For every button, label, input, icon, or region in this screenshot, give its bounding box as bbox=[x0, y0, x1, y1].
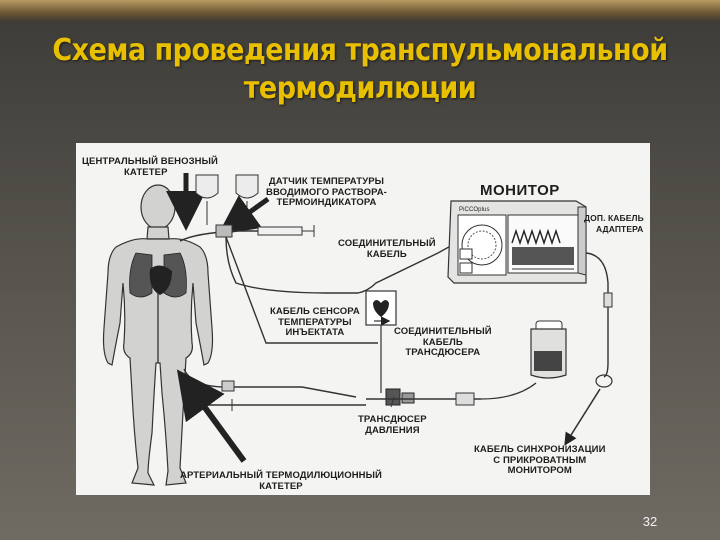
transducer-cable-box bbox=[365, 290, 397, 326]
label-transducer-cable: СОЕДИНИТЕЛЬНЫЙ КАБЕЛЬ ТРАНСДЮСЕРА bbox=[394, 326, 492, 358]
label-arterial-catheter: АРТЕРИАЛЬНЫЙ ТЕРМОДИЛЮЦИОННЫЙ КАТЕТЕР bbox=[180, 470, 382, 492]
page-number: 32 bbox=[642, 514, 658, 529]
label-temperature-sensor: ДАТЧИК ТЕМПЕРАТУРЫ ВВОДИМОГО РАСТВОРА- Т… bbox=[266, 176, 387, 208]
label-monitor: МОНИТОР bbox=[480, 182, 560, 199]
pressure-transducer bbox=[366, 382, 537, 406]
label-injectate-sensor-cable: КАБЕЛЬ СЕНСОРА ТЕМПЕРАТУРЫ ИНЪЕКТАТА bbox=[270, 306, 360, 338]
slide-title: Схема проведения транспульмональной терм… bbox=[0, 32, 720, 108]
decorative-top-strip bbox=[0, 0, 720, 22]
label-extra-adapter-cable: ДОП. КАБЕЛЬ АДАПТЕРА bbox=[584, 213, 644, 234]
slide-title-line-1: Схема проведения транспульмональной bbox=[52, 33, 668, 68]
label-sync-cable: КАБЕЛЬ СИНХРОНИЗАЦИИ С ПРИКРОВАТНЫМ МОНИ… bbox=[474, 444, 606, 476]
label-monitor-brand: PiCCOplus bbox=[459, 207, 490, 213]
diagram-drawing bbox=[102, 173, 613, 486]
lungs-heart bbox=[129, 252, 187, 363]
temp-sensor-arrow bbox=[217, 195, 270, 235]
syringe bbox=[257, 225, 315, 237]
slide-title-line-2: термодилюции bbox=[243, 71, 477, 106]
label-pressure-transducer: ТРАНСДЮСЕР ДАВЛЕНИЯ bbox=[358, 414, 427, 436]
monitor-device bbox=[447, 200, 587, 284]
label-central-venous-catheter: ЦЕНТРАЛЬНЫЙ ВЕНОЗНЫЙ КАТЕТЕР bbox=[82, 156, 218, 178]
thermodilution-diagram: ЦЕНТРАЛЬНЫЙ ВЕНОЗНЫЙ КАТЕТЕР ДАТЧИК ТЕМП… bbox=[76, 143, 650, 495]
arterial-catheter-arrow bbox=[176, 369, 247, 463]
infusion-bags bbox=[195, 174, 259, 225]
pressure-bag bbox=[530, 320, 567, 379]
label-connecting-cable: СОЕДИНИТЕЛЬНЫЙ КАБЕЛЬ bbox=[338, 238, 436, 260]
